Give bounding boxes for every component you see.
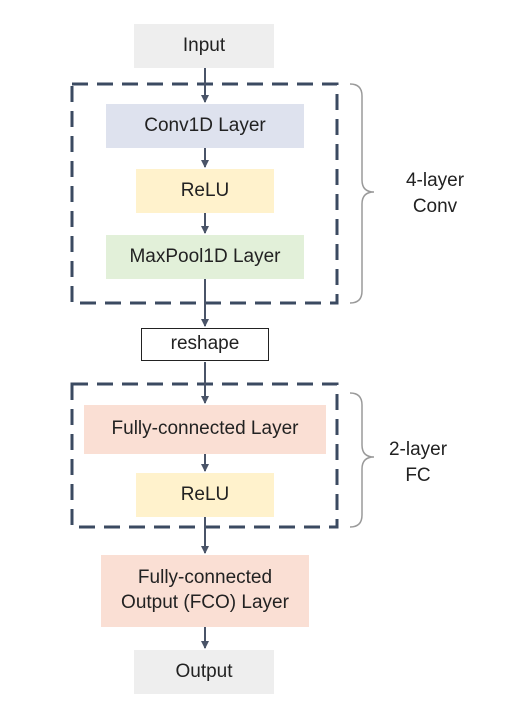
conv1d-label: Conv1D Layer bbox=[144, 114, 266, 136]
fco-label-line1: Fully-connected bbox=[137, 567, 273, 589]
input-node: Input bbox=[134, 24, 274, 68]
input-label: Input bbox=[182, 34, 226, 56]
maxpool1d-layer-node: MaxPool1D Layer bbox=[106, 235, 304, 279]
output-label: Output bbox=[175, 660, 233, 682]
fc-group-brace bbox=[349, 392, 375, 528]
fc-group-label: 2-layer FC bbox=[378, 437, 458, 488]
fc-label-text: Fully-connected Layer bbox=[111, 418, 299, 440]
fco-label: Fully-connected Output (FCO) Layer bbox=[121, 566, 289, 615]
fco-layer-node: Fully-connected Output (FCO) Layer bbox=[101, 555, 309, 627]
reshape-label: reshape bbox=[170, 333, 240, 355]
relu-fc-node: ReLU bbox=[136, 473, 274, 517]
maxpool-label: MaxPool1D Layer bbox=[129, 245, 281, 267]
conv-group-label-line1: 4-layer bbox=[405, 170, 465, 191]
conv-group-label-line2: Conv bbox=[412, 195, 458, 217]
reshape-node: reshape bbox=[141, 328, 269, 361]
conv-group-label: 4-layer Conv bbox=[380, 168, 490, 219]
conv-group-brace bbox=[349, 83, 375, 304]
fully-connected-layer-node: Fully-connected Layer bbox=[84, 405, 326, 454]
fc-group-label-line1: 2-layer bbox=[388, 439, 448, 460]
relu-conv-label: ReLU bbox=[180, 179, 230, 201]
relu-fc-label: ReLU bbox=[180, 483, 230, 505]
relu-conv-node: ReLU bbox=[136, 169, 274, 213]
fco-label-line2: Output (FCO) Layer bbox=[121, 592, 289, 613]
conv1d-layer-node: Conv1D Layer bbox=[106, 104, 304, 148]
fc-group-label-line2: FC bbox=[405, 464, 431, 486]
output-node: Output bbox=[134, 650, 274, 694]
